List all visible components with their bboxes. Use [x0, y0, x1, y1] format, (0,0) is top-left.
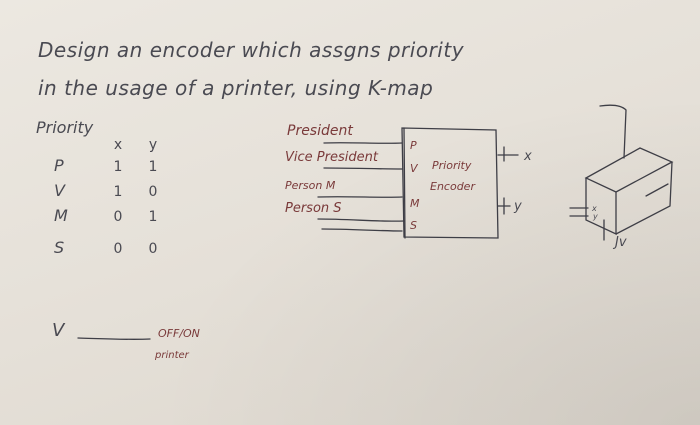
- wire-person-m: [317, 196, 403, 198]
- switch-note-line-1: OFF/ON: [158, 327, 200, 340]
- printer-top: [584, 147, 674, 193]
- row-label-p: P: [54, 156, 64, 175]
- input-label-person-s: Person S: [285, 201, 342, 216]
- row-label-s: S: [54, 238, 65, 257]
- encoder-name-line-2: Encoder: [430, 180, 475, 193]
- cell-v-y: 0: [148, 184, 158, 200]
- wire-extra: [321, 228, 403, 232]
- printer-input-wires: [569, 207, 589, 217]
- cell-s-y: 0: [148, 241, 158, 257]
- wire-person-s: [317, 218, 405, 222]
- switch-v-label: V: [52, 320, 65, 341]
- input-label-person-m: Person M: [285, 179, 336, 192]
- cell-m-x: 0: [113, 209, 123, 225]
- encoder-divider: [403, 127, 406, 239]
- switch-note-line-2: printer: [155, 350, 189, 361]
- printer-input-y: y: [593, 212, 598, 221]
- encoder-output-y: y: [514, 199, 522, 214]
- encoder-pin-v: V: [410, 162, 418, 175]
- switch-line: [77, 337, 151, 341]
- encoder-box: [401, 127, 499, 239]
- input-label-president: President: [287, 123, 353, 139]
- encoder-name-line-1: Priority: [432, 159, 472, 172]
- cell-s-x: 0: [113, 241, 123, 257]
- input-label-vice-president: Vice President: [285, 150, 378, 165]
- printer-side: [615, 161, 673, 235]
- encoder-output-x: x: [524, 149, 532, 164]
- problem-title-line-2: in the usage of a printer, using K-map: [38, 76, 434, 100]
- printer-front: [585, 177, 617, 236]
- cell-m-y: 1: [148, 209, 158, 225]
- row-label-v: V: [54, 181, 65, 200]
- printer-input-x: x: [592, 204, 597, 213]
- wire-president: [323, 142, 403, 144]
- problem-title-line-1: Design an encoder which assgns priority: [38, 38, 465, 62]
- encoder-pin-m: M: [410, 197, 420, 210]
- column-header-x: x: [113, 137, 123, 153]
- encoder-pin-p: P: [410, 139, 417, 152]
- encoder-pin-s: S: [410, 219, 417, 232]
- printer-power-label: Jv: [615, 235, 627, 250]
- printer-cable: [599, 104, 627, 159]
- cell-p-x: 1: [113, 159, 123, 175]
- cell-p-y: 1: [148, 159, 158, 175]
- cell-v-x: 1: [113, 184, 123, 200]
- wire-vice-president: [323, 167, 403, 170]
- row-label-m: M: [54, 206, 68, 225]
- priority-heading: Priority: [36, 118, 94, 137]
- printer-detail: [645, 183, 669, 197]
- column-header-y: y: [148, 137, 158, 153]
